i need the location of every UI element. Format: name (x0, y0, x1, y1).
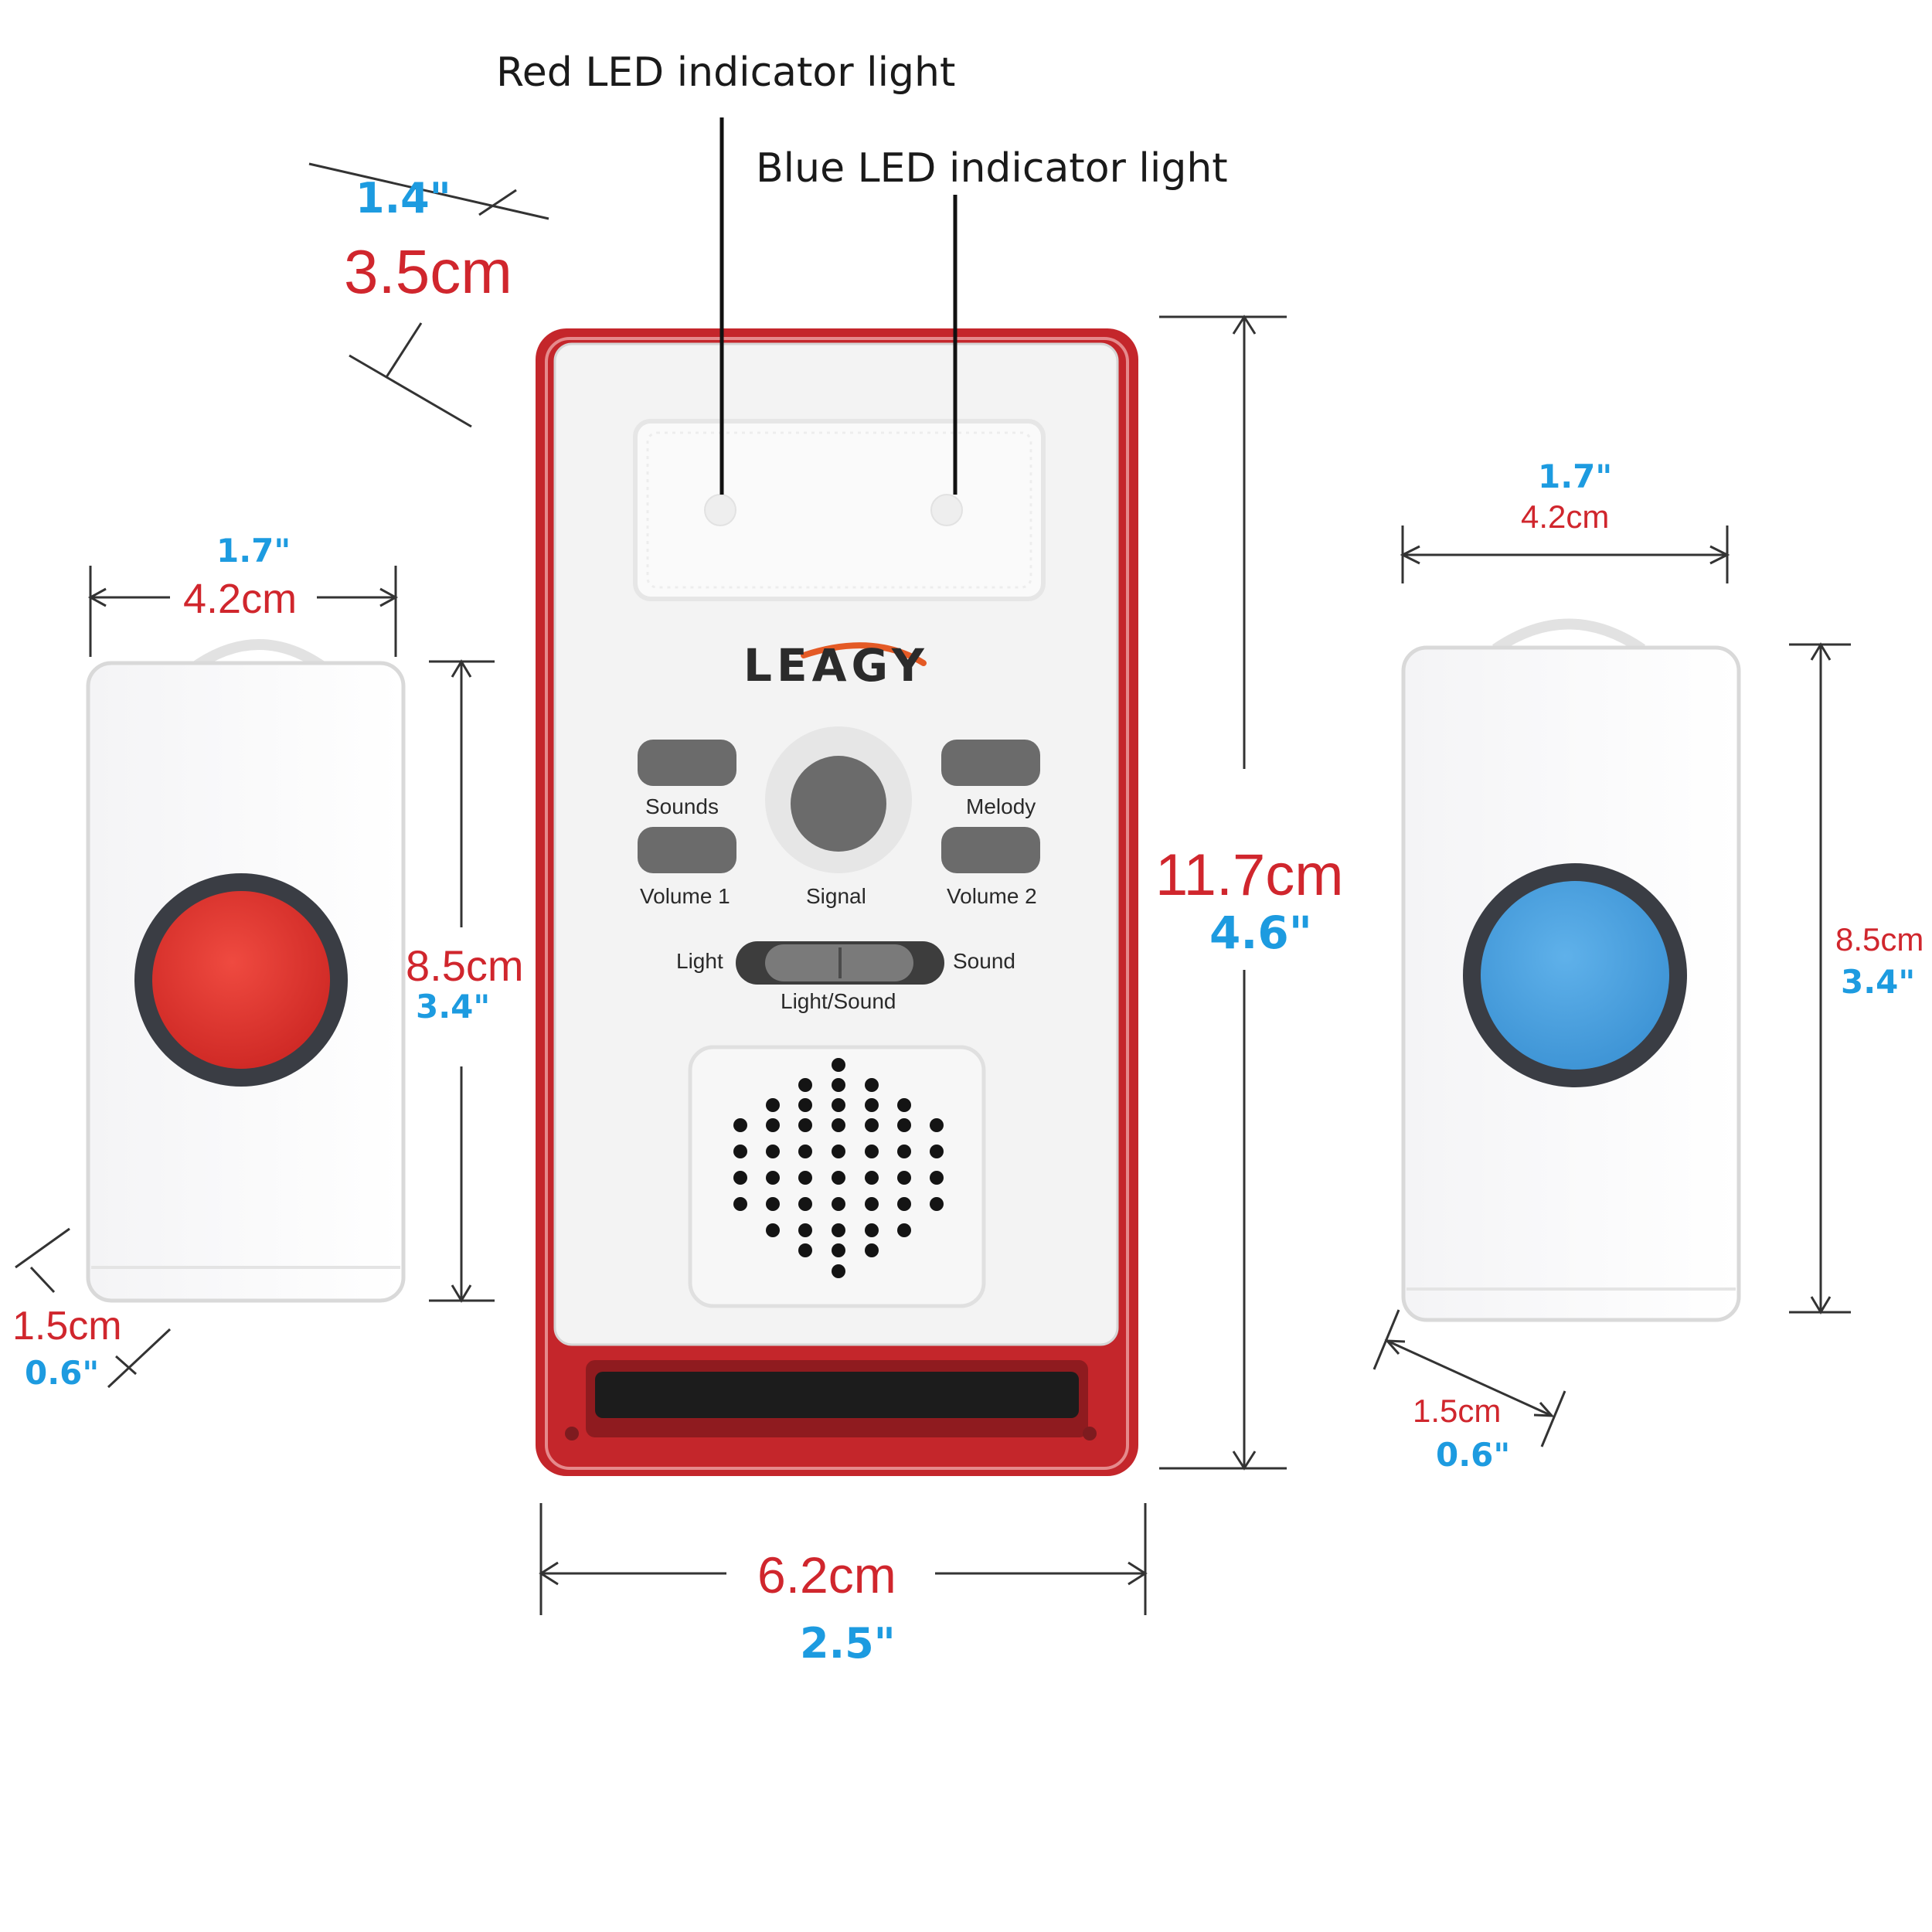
receiver-depth-inch: 1.4" (355, 174, 451, 223)
blue-led (930, 494, 963, 526)
left-red-button (152, 891, 330, 1069)
left-width-cm: 4.2cm (183, 576, 298, 622)
volume2-button-shape (941, 827, 1040, 873)
right-height-cm: 8.5cm (1835, 921, 1924, 957)
right-width-inch: 1.7" (1538, 457, 1613, 495)
melody-button-shape (941, 740, 1040, 786)
blue-led-callout: Blue LED indicator light (756, 145, 1228, 192)
brand-logo: LEAGY (743, 639, 929, 692)
receiver-depth-cm: 3.5cm (344, 237, 512, 306)
left-height-cm: 8.5cm (406, 941, 524, 990)
left-pager (86, 639, 406, 1303)
brand-swoosh (801, 642, 927, 666)
melody-label: Melody (966, 794, 1036, 818)
receiver-unit (536, 328, 1138, 1476)
volume1-label: Volume 1 (640, 884, 730, 908)
right-depth-inch: 0.6" (1436, 1436, 1511, 1474)
left-height-inch: 3.4" (416, 988, 491, 1026)
red-led-callout: Red LED indicator light (496, 49, 956, 96)
signal-label: Signal (806, 884, 866, 908)
receiver-width-cm: 6.2cm (757, 1546, 896, 1604)
receiver-width-inch: 2.5" (800, 1619, 896, 1668)
volume2-label: Volume 2 (947, 884, 1037, 908)
receiver-height-inch: 4.6" (1209, 906, 1312, 959)
switch-right-label: Sound (953, 949, 1015, 973)
right-pager (1401, 618, 1741, 1322)
signal-button-shape (791, 756, 886, 852)
right-height-inch: 3.4" (1841, 963, 1916, 1001)
switch-left-label: Light (676, 949, 723, 973)
switch-caption: Light/Sound (781, 989, 896, 1013)
sounds-label: Sounds (645, 794, 719, 818)
right-width-cm: 4.2cm (1521, 498, 1610, 535)
speaker-grille (733, 1058, 944, 1278)
red-led (704, 494, 736, 526)
sounds-button-shape (638, 740, 736, 786)
left-depth-inch: 0.6" (25, 1354, 100, 1392)
right-blue-button (1481, 881, 1669, 1070)
right-depth-cm: 1.5cm (1413, 1393, 1502, 1429)
volume1-button-shape (638, 827, 736, 873)
dimension-lines (15, 162, 1851, 1615)
left-width-inch: 1.7" (216, 532, 291, 570)
left-depth-cm: 1.5cm (12, 1304, 122, 1349)
led-window (633, 419, 1046, 601)
receiver-height-cm: 11.7cm (1155, 842, 1344, 908)
